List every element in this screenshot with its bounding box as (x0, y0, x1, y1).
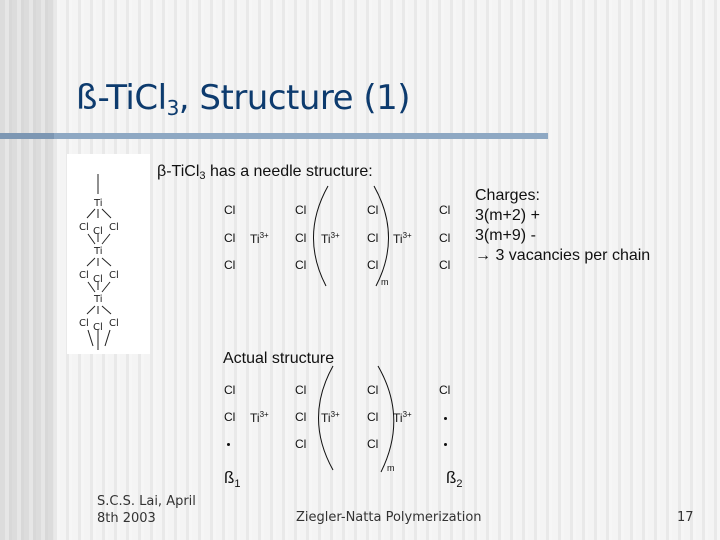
arrow-right-icon: → (475, 247, 491, 264)
slide-title: ß-TiCl3, Structure (1) (76, 78, 411, 120)
footer-title: Ziegler-Natta Polymerization (296, 510, 482, 525)
actual-structure-heading: Actual structure (223, 350, 335, 367)
footer-author: S.C.S. Lai, April 8th 2003 (97, 494, 196, 526)
atom-cl: Cl (367, 383, 379, 397)
atom-cl: Cl (295, 258, 307, 272)
atom-ti: Ti3+ (393, 410, 412, 425)
atom-cl: Cl (224, 410, 236, 424)
page-number: 17 (677, 510, 694, 525)
repeat-index-m: m (387, 463, 395, 473)
svg-text:Ti: Ti (93, 294, 103, 305)
atom-cl: Cl (295, 410, 307, 424)
atom-cl: Cl (295, 383, 307, 397)
atom-cl: Cl (439, 231, 451, 245)
atom-ti: Ti3+ (393, 231, 412, 246)
atom-cl: Cl (367, 437, 379, 451)
svg-text:Cl: Cl (79, 318, 89, 329)
repeat-index-m: m (381, 277, 389, 287)
svg-text:Cl: Cl (93, 322, 103, 333)
charges-positive: 3(m+2) + (475, 207, 540, 224)
atom-cl: Cl (295, 203, 307, 217)
title-underline (0, 133, 548, 139)
svg-text:Cl: Cl (109, 222, 119, 233)
svg-text:Cl: Cl (109, 318, 119, 329)
atom-cl: Cl (224, 258, 236, 272)
atom-cl: Cl (439, 383, 451, 397)
svg-text:Cl: Cl (93, 274, 103, 285)
atom-cl: Cl (439, 203, 451, 217)
atom-cl: Cl (367, 258, 379, 272)
background-left-band (0, 0, 54, 540)
charges-heading: Charges: (475, 187, 540, 204)
atom-ti: Ti3+ (250, 410, 269, 425)
svg-text:Cl: Cl (93, 226, 103, 237)
charges-block: Charges: 3(m+2) + 3(m+9) - → 3 vacancies… (475, 186, 650, 266)
svg-text:Cl: Cl (79, 222, 89, 233)
vacancy-dot (444, 443, 447, 446)
atom-cl: Cl (224, 383, 236, 397)
beta2-label: ß2 (446, 468, 463, 490)
atom-cl: Cl (224, 203, 236, 217)
atom-cl: Cl (295, 437, 307, 451)
svg-text:Cl: Cl (109, 270, 119, 281)
svg-text:Ti: Ti (93, 198, 103, 209)
atom-cl: Cl (295, 231, 307, 245)
vacancy-dot (444, 417, 447, 420)
atom-cl: Cl (367, 203, 379, 217)
vacancy-dot (227, 443, 230, 446)
atom-ti: Ti3+ (321, 410, 340, 425)
needle-structure-heading: β-TiCl3 has a needle structure: (157, 163, 373, 182)
atom-cl: Cl (224, 231, 236, 245)
atom-cl: Cl (367, 410, 379, 424)
atom-ti: Ti3+ (250, 231, 269, 246)
atom-cl: Cl (367, 231, 379, 245)
charges-negative: 3(m+9) - (475, 227, 536, 244)
atom-ti: Ti3+ (321, 231, 340, 246)
svg-text:Cl: Cl (79, 270, 89, 281)
svg-text:Ti: Ti (93, 246, 103, 257)
beta1-label: ß1 (224, 468, 241, 490)
atom-cl: Cl (439, 258, 451, 272)
charges-conclusion: → 3 vacancies per chain (475, 247, 651, 264)
